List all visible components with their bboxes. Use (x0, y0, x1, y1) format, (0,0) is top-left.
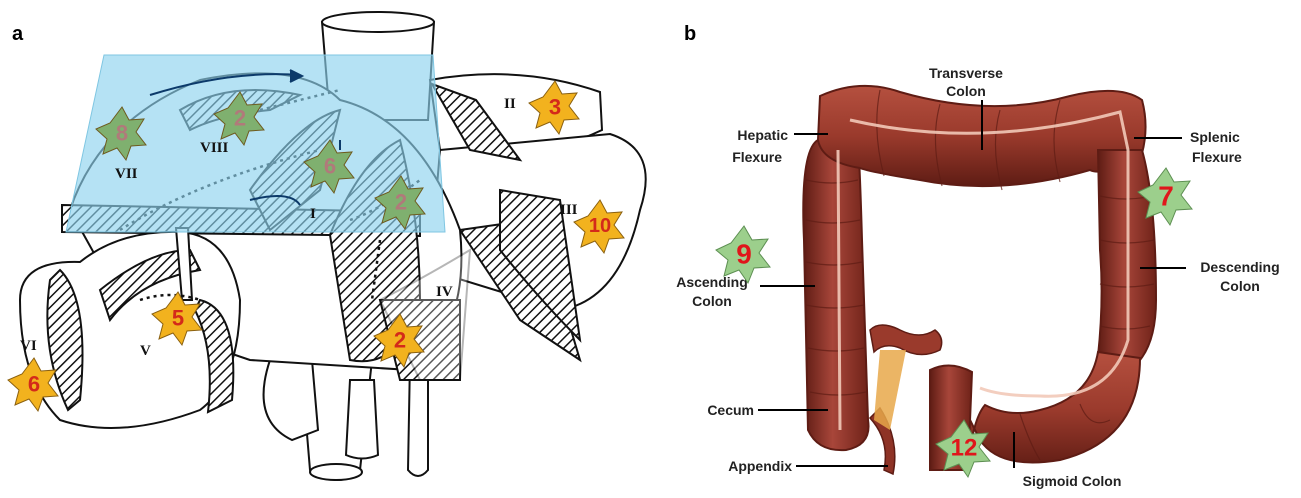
label-cecum: Cecum (707, 402, 754, 418)
badge-value-seg3: 10 (589, 215, 611, 237)
liver-diagram: a (8, 12, 646, 480)
badge-value-seg5: 5 (172, 306, 184, 331)
label-splenic-1: Splenic (1190, 129, 1240, 145)
label-hepatic-1: Hepatic (737, 127, 788, 143)
star-badge-ascending: 9 (716, 226, 770, 283)
segment-label-ii: II (504, 96, 516, 112)
badge-value-seg8: 2 (234, 106, 246, 131)
segment-label-iv: IV (436, 284, 453, 300)
colon-diagram: b (676, 23, 1279, 489)
panel-label-b: b (684, 23, 696, 45)
segment-label-iii: III (560, 202, 578, 218)
badge-value-seg2: 3 (549, 95, 561, 120)
label-ascending-2: Colon (692, 293, 732, 309)
badge-value-sigmoid: 12 (951, 435, 978, 462)
badge-value-seg6: 6 (28, 372, 40, 397)
liver-right-inferior (20, 228, 240, 428)
badge-value-seg4b: 2 (394, 328, 406, 353)
segment-label-vii: VII (115, 166, 138, 182)
segment-label-v: V (140, 343, 151, 359)
label-sigmoid: Sigmoid Colon (1023, 473, 1122, 489)
segment-label-viii: VIII (200, 140, 229, 156)
label-ascending-1: Ascending (676, 274, 748, 290)
label-splenic-2: Flexure (1192, 149, 1242, 165)
label-hepatic-2: Flexure (732, 149, 782, 165)
segment-label-vi: VI (20, 338, 37, 354)
colon-body (803, 86, 1156, 474)
badge-value-ascending: 9 (736, 239, 752, 270)
label-descending-2: Colon (1220, 278, 1260, 294)
segment-label-i: I (310, 206, 316, 222)
label-descending-1: Descending (1200, 259, 1279, 275)
label-transverse-2: Colon (946, 83, 986, 99)
badge-value-seg4a: 2 (395, 190, 407, 215)
label-transverse-1: Transverse (929, 65, 1003, 81)
badge-value-descending: 7 (1158, 181, 1174, 212)
panel-label-a: a (12, 23, 24, 45)
badge-value-seg1: 6 (324, 154, 336, 179)
badge-value-seg7: 8 (116, 121, 128, 146)
label-appendix: Appendix (728, 458, 792, 474)
